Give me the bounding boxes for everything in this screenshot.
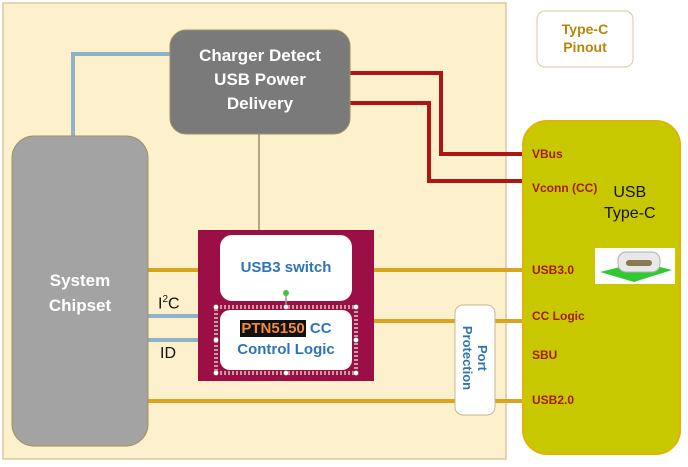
pin-vbus: VBus [532, 147, 563, 161]
charger-line-2: USB Power [214, 70, 306, 89]
cc-logic-label: PTN5150 CC Control Logic [220, 318, 352, 360]
pin-vconn: Vconn (CC) [532, 181, 598, 195]
vconn-line [350, 101, 527, 183]
connector-title-2: Type-C [604, 205, 656, 222]
system-chipset-label: System Chipset [12, 268, 148, 318]
port-line-2: Protection [460, 325, 475, 391]
pinout-badge [536, 10, 634, 68]
charger-line-1: Charger Detect [199, 46, 321, 65]
charger-detect-label: Charger Detect USB Power Delivery [170, 44, 350, 116]
charger-detect-block [169, 29, 351, 135]
charger-chipset-link [71, 52, 170, 136]
usb3-switch-label: USB3 switch [240, 259, 332, 276]
pin-cc-logic: CC Logic [532, 309, 585, 323]
charger-line-3: Delivery [226, 94, 294, 113]
pinout-line-2: Pinout [563, 39, 607, 55]
i2c-c: C [168, 295, 180, 313]
chipset-line-2: Chipset [48, 296, 112, 315]
port-protection-block [454, 304, 496, 416]
ptn5150-part-number: PTN5150 [240, 320, 306, 337]
rotate-handle[interactable] [283, 290, 289, 296]
usb3-switch-block [220, 235, 352, 301]
connector-title-1: USB [613, 184, 647, 201]
pin-usb30: USB3.0 [532, 263, 575, 277]
system-chipset-block [11, 135, 149, 447]
vbus-line [350, 71, 527, 156]
resize-handles[interactable] [213, 304, 359, 376]
port-line-1: Port [475, 345, 490, 371]
pinout-badge-label: Type-C Pinout [537, 20, 633, 56]
usb-type-c-connector [522, 120, 681, 455]
i2c-sup: 2 [162, 294, 169, 305]
cc-line-2: Control Logic [237, 341, 335, 358]
pinout-line-1: Type-C [561, 21, 609, 37]
connector-title: USB Type-C [604, 182, 656, 224]
cc-suffix: CC [305, 320, 332, 337]
chipset-line-1: System [49, 271, 111, 290]
i2c-label: I2C [158, 294, 180, 313]
type-c-connector-image [595, 248, 675, 284]
pin-sbu: SBU [532, 348, 558, 362]
pin-usb20: USB2.0 [532, 393, 575, 407]
port-protection-label: Port Protection [460, 303, 490, 413]
id-label: ID [160, 345, 176, 362]
i2c-i: I [158, 295, 163, 313]
